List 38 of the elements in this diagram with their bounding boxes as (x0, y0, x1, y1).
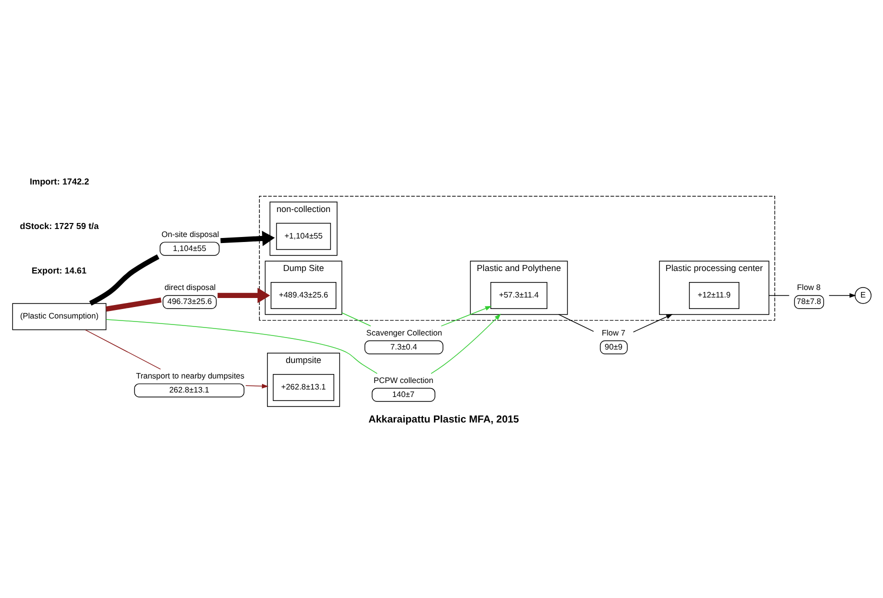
node-box: +57.3±11.4 (490, 281, 548, 308)
connector (85, 329, 161, 370)
node-box: 90±9 (600, 340, 628, 354)
node-box: +262.8±13.1 (272, 373, 334, 400)
node-box: +489.43±25.6 (270, 281, 336, 308)
node-box: 262.8±13.1 (134, 382, 244, 397)
caption: Akkaraipattu Plastic MFA, 2015 (368, 414, 520, 426)
node-box: +12±11.9 (688, 281, 740, 308)
arrow (632, 314, 673, 332)
node-label: Transport to nearby dumpsites (136, 371, 244, 380)
arrow (245, 383, 268, 388)
connector (106, 318, 378, 374)
arrow (220, 230, 275, 246)
node-label: Flow 7 (602, 328, 626, 337)
node-label: Flow 8 (797, 282, 821, 292)
node-label: On-site disposal (162, 229, 220, 238)
node-box: 1,104±55 (160, 241, 220, 256)
node-circle: E (854, 286, 872, 304)
label: dStock: 1727 59 t/a (20, 220, 99, 231)
node-box: 78±7.8 (794, 294, 824, 308)
node-box: 7.3±0.4 (364, 340, 444, 354)
node-label: direct disposal (164, 282, 216, 292)
node-label: Scavenger Collection (366, 328, 442, 337)
arrow (218, 287, 270, 303)
node-box: +1,104±55 (276, 222, 331, 250)
label: Export: 14.61 (32, 265, 87, 276)
arrow (430, 313, 501, 374)
connector (558, 314, 594, 332)
connector (89, 254, 160, 306)
connector (106, 296, 162, 312)
label: Import: 1742.2 (30, 176, 90, 186)
connector (768, 294, 790, 296)
node-box: 496.73±25.6 (162, 294, 217, 308)
node-label: PCPW collection (374, 375, 434, 384)
arrow (828, 292, 856, 298)
node-box: (Plastic Consumption) (12, 302, 106, 330)
connector (341, 312, 372, 326)
node-box: 140±7 (372, 387, 436, 402)
